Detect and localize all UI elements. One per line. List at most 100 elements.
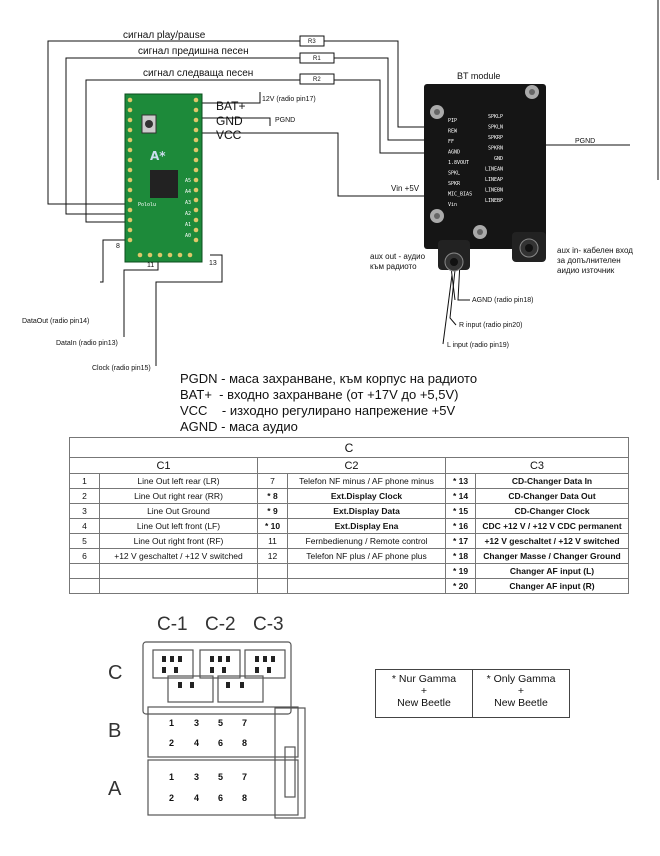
resistors xyxy=(299,35,335,85)
table-cell: CD-Changer Clock xyxy=(475,503,629,519)
table-cell: 1 xyxy=(69,473,100,489)
table-group-c3: C3 xyxy=(445,457,629,474)
table-cell xyxy=(99,578,258,594)
pin-label: MIC_BIAS xyxy=(448,192,472,198)
table-cell: 4 xyxy=(69,518,100,534)
legend-vcc: VCC - изходно регулирано напрежение +5V xyxy=(180,403,456,418)
table-cell: * 17 xyxy=(445,533,476,549)
pin-label: SPKLP xyxy=(488,114,503,120)
connector-label-a: A xyxy=(108,778,122,800)
board-name: Pololu xyxy=(138,202,156,208)
a-pin-7: 7 xyxy=(242,772,248,782)
a-pin-6: 6 xyxy=(218,793,224,803)
label-r-input: R input (radio pin20) xyxy=(459,322,523,329)
note-english: * Only Gamma + New Beetle xyxy=(472,670,569,717)
pin-label: PIP xyxy=(448,118,457,124)
gamma-note-box: * Nur Gamma + New Beetle * Only Gamma + … xyxy=(375,669,570,718)
table-cell: 7 xyxy=(257,473,288,489)
pin-label: A1 xyxy=(185,222,191,228)
note-german: * Nur Gamma + New Beetle xyxy=(391,673,457,709)
table-cell: * 13 xyxy=(445,473,476,489)
table-cell: Line Out right rear (RR) xyxy=(99,488,258,504)
pin-label: AGND xyxy=(448,150,460,156)
table-cell: CD-Changer Data Out xyxy=(475,488,629,504)
connector-header-c2: C-2 xyxy=(205,614,236,635)
pin-label: SPKR xyxy=(448,181,461,187)
resistor-r3 xyxy=(299,35,325,47)
b-pin-6: 6 xyxy=(218,738,224,748)
table-cell: * 9 xyxy=(257,503,288,519)
table-cell xyxy=(99,563,258,579)
table-cell: CD-Changer Data In xyxy=(475,473,629,489)
b-pin-5: 5 xyxy=(218,718,224,728)
label-datain: DataIn (radio pin13) xyxy=(56,340,118,347)
a-pin-3: 3 xyxy=(194,772,200,782)
label-gnd: GND xyxy=(216,114,243,128)
table-cell: +12 V geschaltet / +12 V switched xyxy=(475,533,629,549)
pin-label: 1.8VOUT xyxy=(448,160,469,166)
table-cell: Line Out left rear (LR) xyxy=(99,473,258,489)
connector-header-c1: C-1 xyxy=(157,614,188,635)
label-r2: R2 xyxy=(313,77,321,83)
table-group-c1: C1 xyxy=(69,457,258,474)
pin-label: LINEBP xyxy=(485,198,503,204)
table-cell: * 8 xyxy=(257,488,288,504)
legend: PGDN - маса захранване, към корпус на ра… xyxy=(180,371,477,435)
resistor-r2 xyxy=(299,73,335,85)
table-title: C xyxy=(69,437,629,458)
pin-label: SPKRN xyxy=(488,146,503,152)
label-bt-module: BT module xyxy=(457,71,501,81)
table-cell xyxy=(69,563,100,579)
label-l-input: L input (radio pin19) xyxy=(447,342,510,349)
table-cell xyxy=(257,563,288,579)
table-cell: 2 xyxy=(69,488,100,504)
table-cell: Changer AF input (R) xyxy=(475,578,629,594)
table-cell: * 19 xyxy=(445,563,476,579)
pin-label: LINEAP xyxy=(485,177,503,183)
label-agnd: AGND (radio pin18) xyxy=(472,297,534,304)
table-cell: Ext.Display Data xyxy=(287,503,446,519)
table-cell xyxy=(257,578,288,594)
table-cell: 6 xyxy=(69,548,100,564)
connector-label-c: C xyxy=(108,662,123,684)
label-pin11: 11 xyxy=(147,262,155,269)
table-cell: * 15 xyxy=(445,503,476,519)
a-pin-4: 4 xyxy=(194,793,200,803)
b-pin-7: 7 xyxy=(242,718,248,728)
table-cell: 3 xyxy=(69,503,100,519)
pin-label: FF xyxy=(448,139,454,145)
table-cell: Changer Masse / Changer Ground xyxy=(475,548,629,564)
table-cell xyxy=(287,578,446,594)
table-cell: 5 xyxy=(69,533,100,549)
label-pin13: 13 xyxy=(209,260,217,267)
pin-label: REW xyxy=(448,129,458,135)
label-bat: BAT+ xyxy=(216,99,246,113)
label-clock: Clock (radio pin15) xyxy=(92,365,151,372)
legend-agnd: AGND - маса аудио xyxy=(180,419,298,434)
label-pgnd-right: PGND xyxy=(575,138,596,145)
legend-bat: BAT+ - входно захранване (от +17V до +5,… xyxy=(180,387,459,402)
label-bat-note: 12V (radio pin17) xyxy=(262,96,316,103)
label-aux-out: aux out - аудио към радиото xyxy=(370,252,426,271)
pin-label: LINEBN xyxy=(485,188,503,194)
label-aux-in: aux in- кабелен вход за допълнителен аид… xyxy=(557,246,633,275)
pin-label: SPKL xyxy=(448,171,460,177)
table-cell xyxy=(69,578,100,594)
label-pgnd-left: PGND xyxy=(275,117,296,124)
label-vin: Vin +5V xyxy=(391,184,420,193)
table-cell: Ext.Display Ena xyxy=(287,518,446,534)
pin-label: GND xyxy=(494,156,503,162)
signal-wires xyxy=(47,0,659,366)
pin-label: A4 xyxy=(185,189,191,195)
table-cell: 11 xyxy=(257,533,288,549)
